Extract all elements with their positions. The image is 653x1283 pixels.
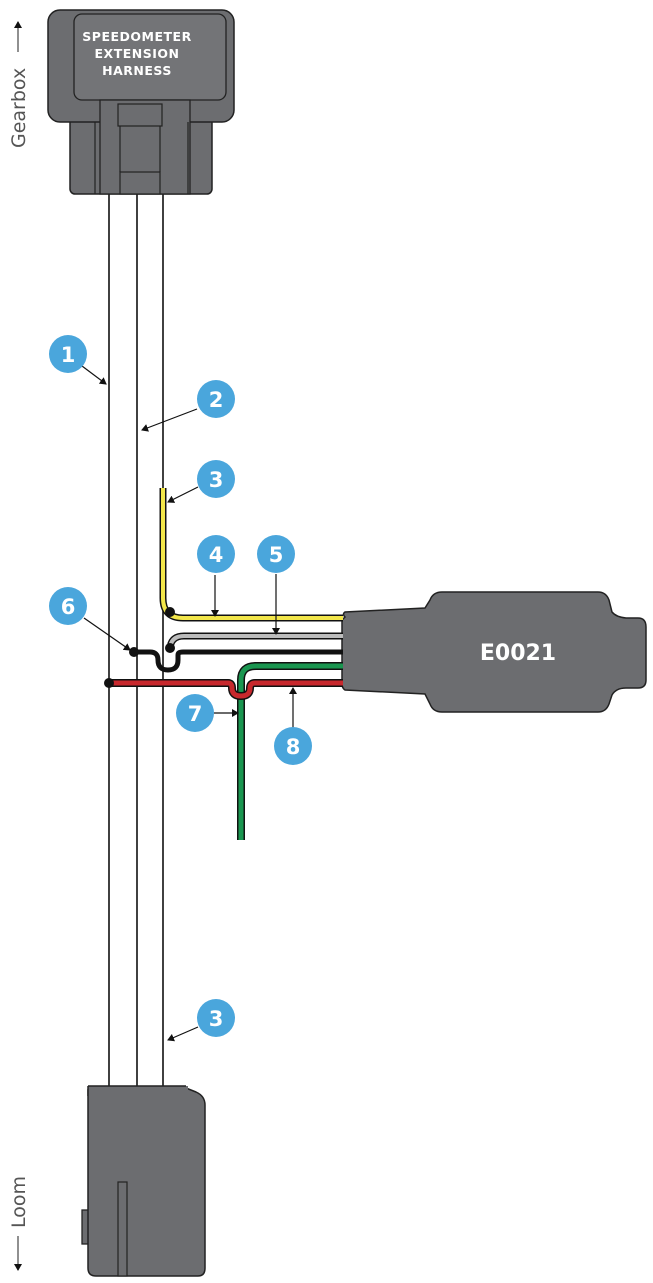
connector-title-line1: SPEEDOMETER: [82, 29, 191, 44]
svg-text:7: 7: [188, 702, 203, 726]
svg-text:3: 3: [209, 468, 224, 492]
grey-splice-dot: [165, 643, 175, 653]
callout-badge-3-upper: 3: [197, 460, 235, 498]
connector-title-line3: HARNESS: [102, 63, 172, 78]
callout-badge-2: 2: [197, 380, 235, 418]
yellow-wire: [159, 488, 343, 622]
module-label: E0021: [480, 641, 556, 666]
red-splice-dot: [104, 678, 114, 688]
top-connector: SPEEDOMETER EXTENSION HARNESS: [47, 9, 235, 195]
module-e0021: E0021: [341, 591, 647, 713]
svg-text:5: 5: [269, 543, 284, 567]
svg-text:8: 8: [286, 735, 301, 759]
gearbox-direction-label: Gearbox: [8, 21, 30, 148]
green-wire: [237, 662, 343, 840]
svg-text:4: 4: [209, 543, 224, 567]
yellow-splice-dot: [165, 607, 175, 617]
black-wire: [129, 647, 343, 673]
loom-label: Loom: [8, 1176, 30, 1228]
callout-badge-6: 6: [49, 587, 87, 625]
svg-text:1: 1: [61, 343, 76, 367]
connector-title-line2: EXTENSION: [95, 46, 180, 61]
callout-badge-5: 5: [257, 535, 295, 573]
harness-cables: [108, 190, 164, 1090]
loom-direction-label: Loom: [8, 1176, 30, 1271]
callout-leaders: [81, 365, 297, 1042]
gearbox-label: Gearbox: [8, 68, 30, 148]
callout-badge-1: 1: [49, 335, 87, 373]
callout-badge-4: 4: [197, 535, 235, 573]
svg-text:6: 6: [61, 595, 76, 619]
grey-wire: [165, 632, 343, 653]
svg-text:2: 2: [209, 388, 224, 412]
svg-text:3: 3: [209, 1007, 224, 1031]
bottom-connector: [81, 1085, 206, 1277]
callout-badge-7: 7: [176, 694, 214, 732]
callout-badge-3-lower: 3: [197, 999, 235, 1037]
black-splice-dot: [129, 647, 139, 657]
red-wire: [104, 678, 343, 701]
callout-badge-8: 8: [274, 727, 312, 765]
